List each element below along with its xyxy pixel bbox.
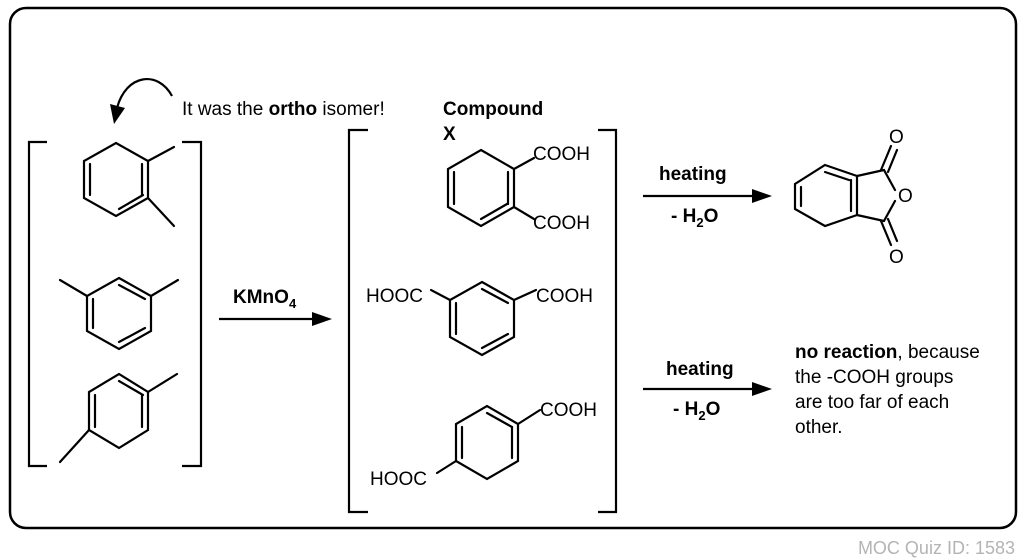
top-reaction-arrow-head [752, 189, 772, 203]
phthalic-cooh-bottom: COOH [533, 213, 590, 234]
anhydride-o-ring: O [898, 186, 913, 207]
quiz-id: MOC Quiz ID: 1583 [858, 538, 1015, 558]
no-reaction-line2: the -COOH groups [795, 367, 953, 388]
curved-arrow-head [110, 104, 125, 124]
anhydride-o-top: O [889, 127, 904, 148]
ortho-xylene-structure [82, 141, 176, 228]
terephthalic-acid-structure [435, 404, 542, 481]
reagent-label: KMnO4 [233, 287, 297, 311]
para-xylene-structure [58, 372, 179, 464]
compound-label: Compound [443, 99, 543, 120]
left-bracket-close [182, 140, 203, 468]
middle-bracket-open [347, 128, 368, 514]
phthalic-anhydride-structure [793, 144, 899, 247]
middle-bracket-close [598, 128, 618, 514]
no-reaction-note: no reaction, because [795, 342, 980, 363]
ortho-note: It was the ortho isomer! [182, 99, 385, 120]
phthalic-cooh-top: COOH [533, 144, 590, 165]
bottom-reaction-arrow-head [752, 382, 772, 396]
terephthalic-cooh: COOH [540, 400, 597, 421]
bottom-arrow-heating-label: heating [666, 359, 734, 380]
compound-x-label: X [443, 124, 456, 145]
kmno4-arrow-head [312, 312, 332, 326]
terephthalic-hooc: HOOC [370, 469, 427, 490]
phthalic-acid-structure [446, 148, 536, 228]
curved-arrow-icon [115, 78, 173, 109]
isophthalic-hooc: HOOC [366, 286, 423, 307]
left-bracket-open [27, 140, 47, 468]
top-arrow-condition: - H2O [671, 206, 718, 230]
isophthalic-cooh: COOH [536, 286, 593, 307]
no-reaction-line3: are too far of each [795, 392, 949, 413]
no-reaction-line4: other. [795, 417, 843, 438]
anhydride-o-bottom: O [889, 247, 904, 268]
top-arrow-heating-label: heating [659, 164, 727, 185]
meta-xylene-structure [58, 276, 180, 351]
scheme-border [8, 6, 1018, 530]
isophthalic-acid-structure [429, 280, 538, 357]
bottom-arrow-condition: - H2O [673, 399, 720, 423]
